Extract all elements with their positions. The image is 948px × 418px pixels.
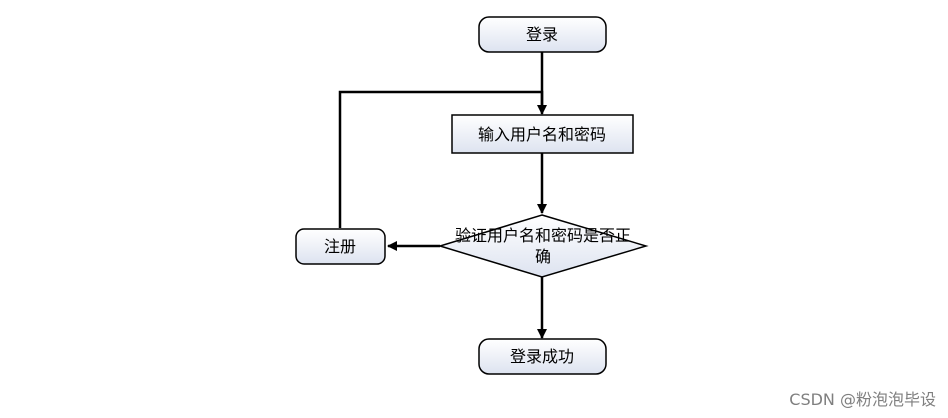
start-node-label: 登录 xyxy=(526,25,558,44)
register-node: 注册 xyxy=(295,228,386,265)
input-credentials-node: 输入用户名和密码 xyxy=(451,114,634,154)
verify-decision-node: 验证用户名和密码是否正 确 xyxy=(437,214,649,278)
connectors xyxy=(338,52,547,339)
watermark: CSDN @粉泡泡毕设 xyxy=(789,390,936,409)
login-success-node: 登录成功 xyxy=(478,338,607,375)
input-credentials-label: 输入用户名和密码 xyxy=(478,125,606,144)
arrow-register-loop-to-input xyxy=(338,90,544,228)
verify-decision-label-line2: 确 xyxy=(535,247,551,266)
start-node: 登录 xyxy=(478,16,607,53)
verify-decision-label-line1: 验证用户名和密码是否正 xyxy=(455,226,631,245)
login-success-label: 登录成功 xyxy=(510,347,574,366)
register-node-label: 注册 xyxy=(324,237,356,256)
